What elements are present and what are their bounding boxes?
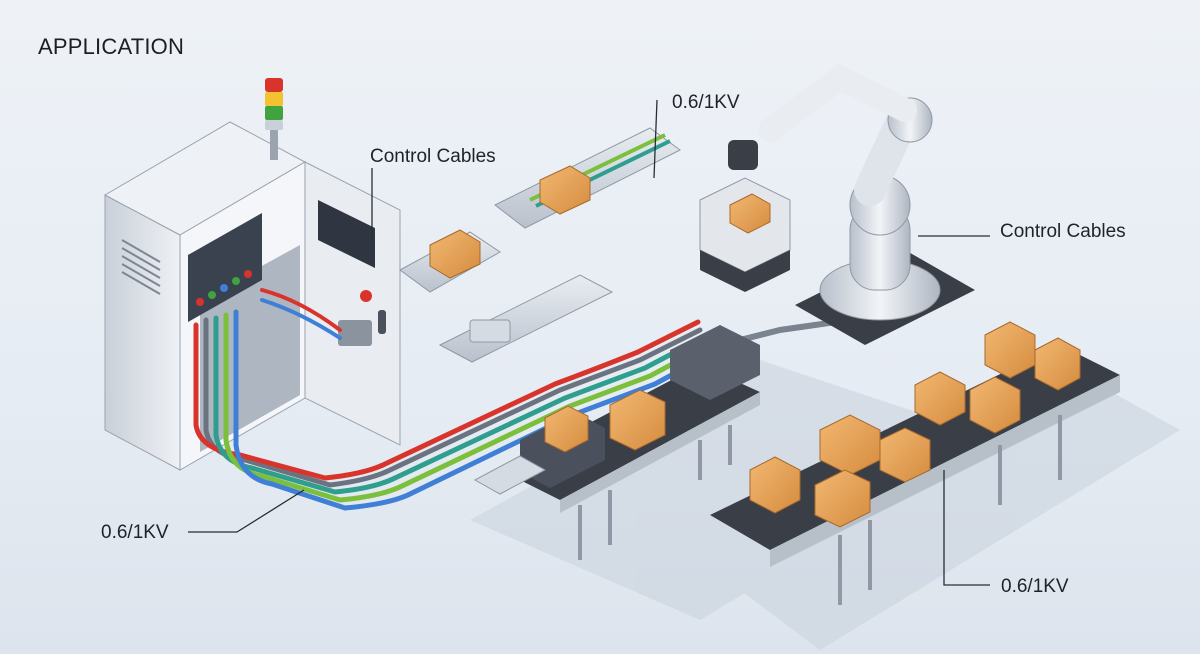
door-hmi-screen [318,200,375,268]
cable-green [223,312,709,503]
tray-upper-box [539,165,591,215]
robot-wrist [728,140,758,170]
conveyor-1-control [473,455,547,495]
button-green-2 [232,277,240,285]
box [1034,337,1081,391]
box [749,456,801,514]
signal-tower-base [265,120,283,130]
box [914,371,966,426]
cable-door-blue [260,298,342,340]
box [879,427,931,483]
cable-door-red [260,288,342,332]
robot-arm [699,63,975,345]
cable-teal [213,315,705,495]
gripped-box [729,193,771,234]
robot-gripper-lower [700,250,790,292]
signal-light-green [265,106,283,120]
conveyor-2-frame [770,375,1120,567]
signal-light-red [265,78,283,92]
conveyor-2-legs [838,415,1062,605]
leader-voltage-bottom [943,470,990,586]
indicator-lights [196,270,252,306]
junction-tray-body [438,274,614,363]
callout-voltage-left: 0.6/1KV [101,522,169,543]
boxes [544,321,1081,528]
cable-red [193,319,701,481]
button-green [208,291,216,299]
button-red [196,298,204,306]
leader-voltage-top [653,99,658,179]
page-title: APPLICATION [38,34,185,59]
cabinet-side [104,194,181,471]
tray-middle-box [429,229,481,279]
leader-lines [188,99,990,586]
button-red-2 [244,270,252,278]
leader-voltage-left [188,489,305,533]
callout-control-cables-cabinet: Control Cables [370,146,496,167]
cable-tray-middle [399,229,501,293]
cable-bundle [193,288,853,511]
scanner-housing [670,325,760,400]
signal-tower [265,78,283,160]
control-cabinet [103,78,401,471]
junction-box [469,319,511,343]
callout-voltage-bottom: 0.6/1KV [1001,576,1069,597]
button-blue [220,284,228,292]
emergency-stop [360,290,372,302]
terminal-block [338,320,372,346]
conveyor-1-frame [560,392,760,513]
box [609,389,666,451]
callout-control-cables-robot: Control Cables [1000,221,1126,242]
door-handle [378,310,386,334]
cable-blue [233,309,713,511]
junction-tray [438,274,614,363]
box [814,469,871,528]
control-panel [188,213,262,322]
robot-forearm [758,63,917,142]
box [544,405,589,453]
callout-voltage-top: 0.6/1KV [672,92,740,113]
cable-tray-upper [494,127,681,229]
conveyor-1-legs [578,425,732,560]
signal-light-yellow [265,92,283,106]
signal-tower-pole [270,130,278,160]
box [969,376,1021,434]
vent-slots [121,239,161,295]
